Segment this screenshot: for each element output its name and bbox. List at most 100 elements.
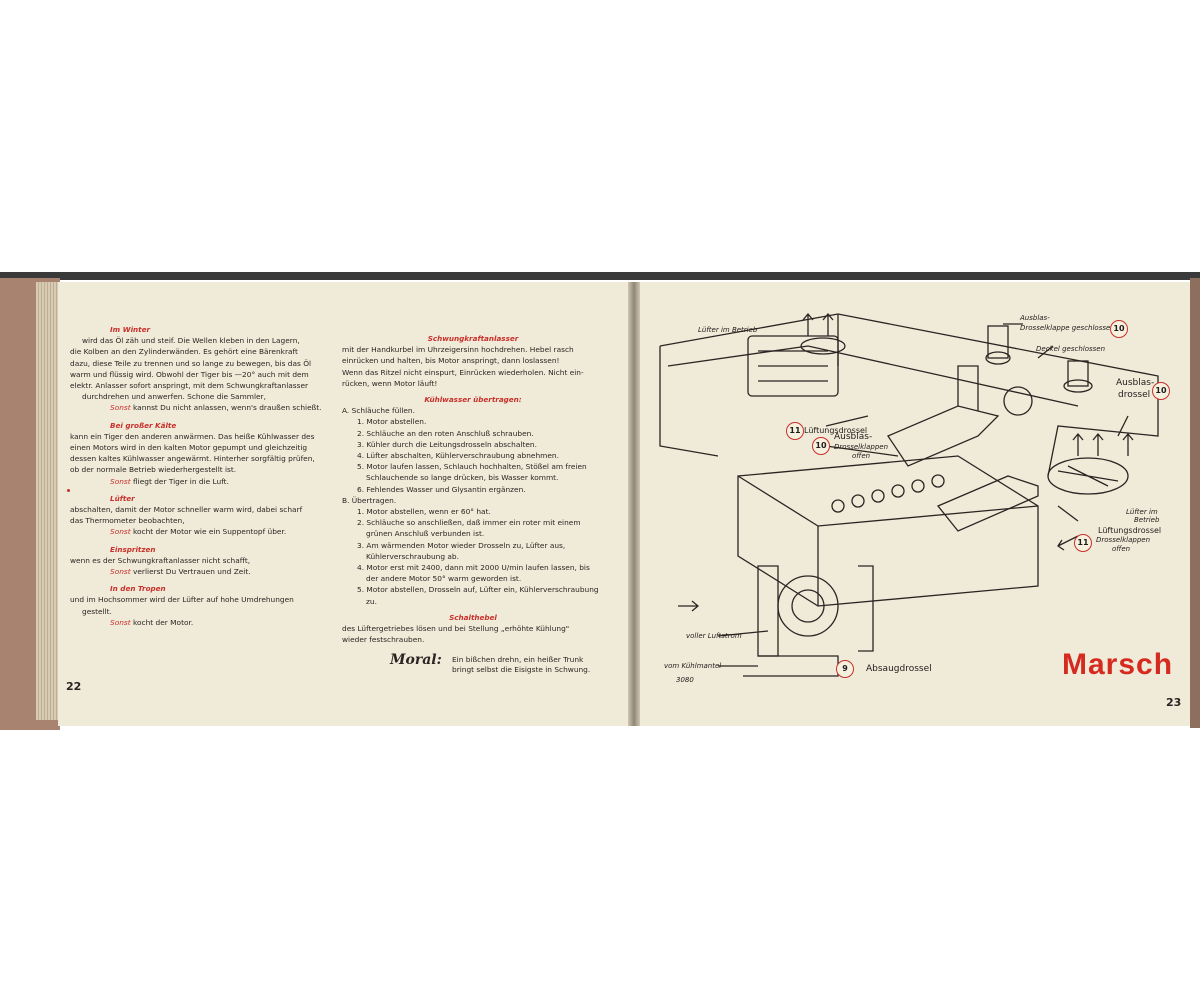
list-item: 4. Motor erst mit 2400, dann mit 2000 U/… (357, 563, 590, 584)
list-item: 2. Schläuche so anschließen, daß immer e… (357, 518, 581, 539)
sonst-line: Sonst fliegt der Tiger in die Luft. (70, 476, 338, 487)
label-ausblas-offen: Drosselklappen (834, 443, 889, 451)
list-title: A. Schläuche füllen. (342, 406, 415, 416)
sonst-line: Sonst kocht der Motor. (70, 617, 338, 628)
book-cover-right (1190, 278, 1200, 728)
list-item: 1. Motor abstellen. (357, 417, 427, 427)
sonst-line: Sonst verlierst Du Vertrauen und Zeit. (70, 566, 338, 577)
section-heading: Schwungkraftanlasser (427, 334, 519, 343)
moral-label: Moral: (390, 652, 442, 668)
text-line: warm und flüssig wird. Obwohl der Tiger … (70, 369, 309, 379)
text-line: des Lüftergetriebes lösen und bei Stellu… (342, 624, 570, 634)
label-luefter-im-betrieb: Lüfter im (1126, 508, 1158, 516)
section-heading: Lüfter (110, 493, 135, 503)
list-item: 3. Am wärmenden Motor wieder Drosseln zu… (357, 540, 566, 561)
engine-illustration (659, 312, 1159, 677)
text-line: elektr. Anlasser sofort anspringt, mit d… (70, 381, 309, 391)
middle-text-column: Schwungkraftanlasser mit der Handkurbel … (342, 328, 604, 645)
right-page (638, 282, 1190, 726)
text-line: gestellt. (82, 606, 112, 616)
sonst-text: kannst Du nicht anlassen, wenn's draußen… (133, 403, 322, 413)
list-item: 1. Motor abstellen, wenn er 60° hat. (357, 507, 491, 517)
section-heading: In den Tropen (110, 584, 166, 594)
callout-10: 10 (812, 437, 830, 455)
label-ausblas-drossel: Ausblas- (1116, 378, 1155, 388)
text-line: wieder festschrauben. (342, 635, 425, 645)
list-item: 3. Kühler durch die Leitungsdrosseln abs… (357, 439, 537, 449)
left-text-column: Im Winter wird das Öl zäh und steif. Die… (70, 318, 338, 628)
section-heading: Bei großer Kälte (110, 420, 177, 430)
section-heading: Einspritzen (110, 544, 156, 554)
sonst-text: kocht der Motor wie ein Suppentopf über. (133, 527, 287, 537)
book-gutter (628, 282, 640, 726)
label-ausblas-drossel: drossel (1118, 390, 1151, 400)
sonst-line: Sonst kocht der Motor wie ein Suppentopf… (70, 526, 338, 537)
section-heading: Schalthebel (449, 612, 497, 622)
engine-cooling-diagram (658, 306, 1170, 686)
page-edges (36, 282, 62, 720)
label-ausblas-offen: Ausblas- (834, 432, 873, 442)
label-drosselklappen-offen: offen (1112, 545, 1131, 553)
text-line: durchdrehen und anwerfen. Schone die Sam… (82, 392, 266, 402)
sonst-label: Sonst (110, 617, 131, 627)
label-vom-kuehlmantel: vom Kühlmantel (664, 662, 722, 670)
text-line: das Thermometer beobachten, (70, 516, 185, 526)
list-item: 4. Lüfter abschalten, Kühlerverschraubun… (357, 451, 559, 461)
section-heading: Im Winter (110, 325, 151, 334)
text-line: dazu, diese Teile zu trennen und so lang… (70, 358, 312, 368)
text-line: einen Motors wird in den kalten Motor ge… (70, 443, 308, 453)
list-item: 5. Motor abstellen, Drosseln auf, Lüfter… (357, 585, 599, 606)
page-title-marsch: Marsch (1062, 648, 1174, 681)
text-line: einrücken und halten, bis Motor anspring… (342, 356, 560, 366)
label-lueftungsdrossel-right: Lüftungsdrossel (1098, 526, 1162, 535)
text-line: rücken, wenn Motor läuft! (342, 378, 438, 388)
label-luefter-betrieb: Lüfter im Betrieb (698, 326, 758, 334)
label-ausblas-geschlossen: Ausblas- (1020, 314, 1050, 322)
red-dot-mark (67, 489, 70, 492)
callout-10: 10 (1110, 320, 1128, 338)
sonst-label: Sonst (110, 527, 131, 537)
label-voller-luftstrom: voller Luftstrom (686, 632, 742, 640)
moral-line: Ein bißchen drehn, ein heißer Trunk (452, 655, 584, 664)
sonst-line: Sonst kannst Du nicht anlassen, wenn's d… (70, 402, 338, 413)
text-line: wenn es der Schwungkraftanlasser nicht s… (70, 555, 251, 565)
text-line: die Kolben an den Zylinderwänden. Es geh… (70, 347, 298, 357)
sonst-text: verlierst Du Vertrauen und Zeit. (133, 567, 251, 577)
sonst-text: fliegt der Tiger in die Luft. (133, 476, 229, 486)
callout-10: 10 (1152, 382, 1170, 400)
label-drosselklappen-offen: Drosselklappen (1096, 536, 1151, 544)
sonst-text: kocht der Motor. (133, 617, 194, 627)
text-line: wird das Öl zäh und steif. Die Wellen kl… (82, 336, 300, 346)
left-page (58, 282, 630, 726)
page-number-left: 22 (66, 680, 82, 693)
sonst-label: Sonst (110, 403, 131, 413)
text-line: dessen kaltes Kühlwasser angewärmt. Hint… (70, 454, 315, 464)
text-line: mit der Handkurbel im Uhrzeigersinn hoch… (342, 345, 574, 355)
callout-9: 9 (836, 660, 854, 678)
list-title: B. Übertragen. (342, 495, 397, 505)
page-number-right: 23 (1166, 696, 1182, 709)
text-line: ob der normale Betrieb wiederhergestellt… (70, 465, 237, 475)
moral-line: bringt selbst die Eisigste in Schwung. (452, 665, 591, 674)
callout-11: 11 (1074, 534, 1092, 552)
list-item: 6. Fehlendes Wasser und Glysantin ergänz… (357, 484, 526, 494)
label-ausblas-geschlossen: Drosselklappe geschlossen (1020, 324, 1115, 332)
label-lueftungsdrossel: Lüftungsdrossel (804, 426, 868, 435)
label-ausblas-offen: offen (852, 452, 871, 460)
sonst-label: Sonst (110, 567, 131, 577)
illustrator-signature: 3080 (676, 676, 694, 684)
text-line: und im Hochsommer wird der Lüfter auf ho… (70, 595, 294, 605)
list-item: 5. Motor laufen lassen, Schlauch hochhal… (357, 462, 587, 483)
book-spine-top (0, 272, 1200, 280)
text-line: kann ein Tiger den anderen anwärmen. Das… (70, 431, 315, 441)
label-deckel: Deckel geschlossen (1036, 345, 1106, 353)
section-heading: Kühlwasser übertragen: (424, 395, 522, 405)
list-item: 2. Schläuche an den roten Anschluß schra… (357, 428, 534, 438)
moral-text: Ein bißchen drehn, ein heißer Trunk brin… (452, 655, 602, 675)
text-line: abschalten, damit der Motor schneller wa… (70, 505, 303, 515)
callout-11: 11 (786, 422, 804, 440)
text-line: Wenn das Ritzel nicht einspurt, Einrücke… (342, 367, 584, 377)
label-luefter-im-betrieb: Betrieb (1134, 516, 1160, 524)
sonst-label: Sonst (110, 476, 131, 486)
label-absaugdrossel: Absaugdrossel (866, 664, 932, 674)
